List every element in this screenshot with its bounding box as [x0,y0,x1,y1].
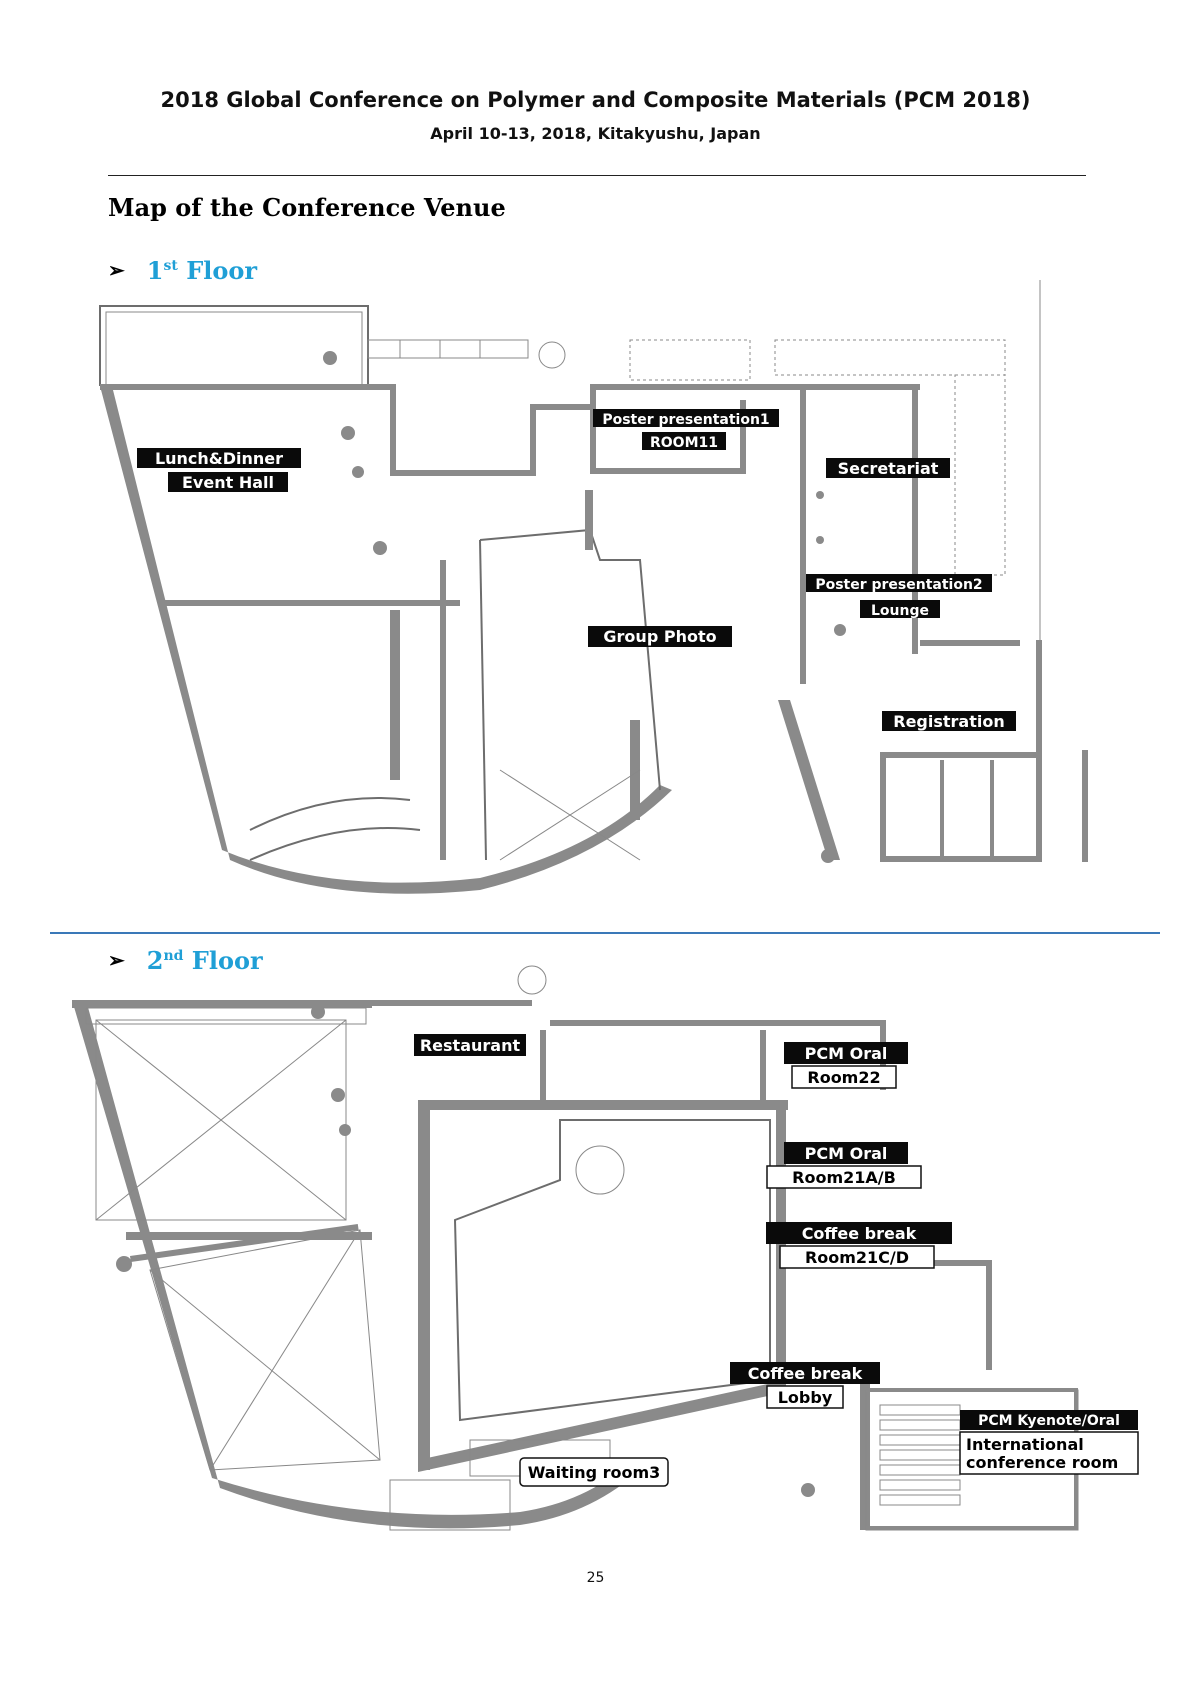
floor-separator [50,932,1160,934]
floor2-ordinal: nd [163,948,184,964]
svg-text:PCM Oral: PCM Oral [805,1144,888,1163]
label-coffee-break-room21cd: Coffee break [766,1222,952,1244]
label-lobby: Lobby [766,1385,844,1409]
svg-text:Poster presentation2: Poster presentation2 [815,577,982,593]
conference-dates-location: April 10-13, 2018, Kitakyushu, Japan [430,124,761,143]
svg-text:PCM Kyenote/Oral: PCM Kyenote/Oral [978,1413,1120,1429]
floor1-ordinal: st [163,258,178,274]
label-poster-presentation-2: Poster presentation2 [806,574,992,593]
svg-text:Waiting room3: Waiting room3 [528,1463,661,1482]
conference-title: 2018 Global Conference on Polymer and Co… [160,88,1031,112]
page-number: 25 [586,1570,605,1586]
label-room11: ROOM11 [642,432,726,451]
page-title: Map of the Conference Venue [108,193,506,222]
floor2-heading: ➢ 2nd Floor [108,946,263,975]
label-pcm-oral-room22: PCM Oral [784,1042,908,1064]
svg-text:Room22: Room22 [807,1068,880,1087]
label-room21cd: Room21C/D [779,1245,935,1269]
floor1-heading: ➢ 1st Floor [108,256,257,285]
floor2-word: Floor [191,946,263,975]
label-lunch-dinner: Lunch&Dinner [137,448,301,468]
label-coffee-break-lobby: Coffee break [730,1362,880,1384]
svg-text:Group Photo: Group Photo [603,627,716,646]
label-registration: Registration [882,711,1016,731]
floor1-number: 1 [146,256,164,285]
floor1-word: Floor [186,256,258,285]
label-lounge: Lounge [860,600,940,619]
svg-text:Coffee break: Coffee break [748,1364,863,1383]
svg-text:Poster presentation1: Poster presentation1 [602,412,769,428]
svg-text:Event Hall: Event Hall [182,473,274,492]
svg-text:Room21C/D: Room21C/D [805,1248,909,1267]
floor2-plan [72,965,1079,1531]
svg-text:ROOM11: ROOM11 [650,435,718,451]
arrow-bullet-icon: ➢ [108,948,125,972]
label-event-hall: Event Hall [168,472,288,492]
svg-text:Secretariat: Secretariat [838,459,939,478]
svg-text:Coffee break: Coffee break [802,1224,917,1243]
seating-grid [879,1404,961,1506]
arrow-bullet-icon: ➢ [108,258,125,282]
floor1-plan [99,280,1088,894]
svg-text:Restaurant: Restaurant [420,1036,521,1055]
svg-text:Lounge: Lounge [871,603,929,619]
header-divider [108,175,1086,176]
label-waiting-room3: Waiting room3 [519,1457,669,1487]
label-pcm-keynote-oral: PCM Kyenote/Oral [960,1410,1138,1430]
label-restaurant: Restaurant [414,1034,526,1056]
label-pcm-oral-room21ab: PCM Oral [784,1142,908,1164]
label-room21ab: Room21A/B [766,1165,922,1189]
svg-text:Lobby: Lobby [778,1388,833,1407]
svg-text:Lunch&Dinner: Lunch&Dinner [155,449,283,468]
floor2-number: 2 [146,946,164,975]
label-room22: Room22 [791,1065,897,1089]
svg-text:conference room: conference room [966,1453,1118,1472]
label-international-conference-room: International conference room [959,1431,1139,1475]
svg-text:PCM Oral: PCM Oral [805,1044,888,1063]
svg-text:Room21A/B: Room21A/B [792,1168,896,1187]
label-group-photo: Group Photo [588,626,732,647]
label-secretariat: Secretariat [826,458,950,478]
svg-text:International: International [966,1435,1084,1454]
svg-text:Registration: Registration [893,712,1004,731]
label-poster-presentation-1: Poster presentation1 [593,409,779,428]
